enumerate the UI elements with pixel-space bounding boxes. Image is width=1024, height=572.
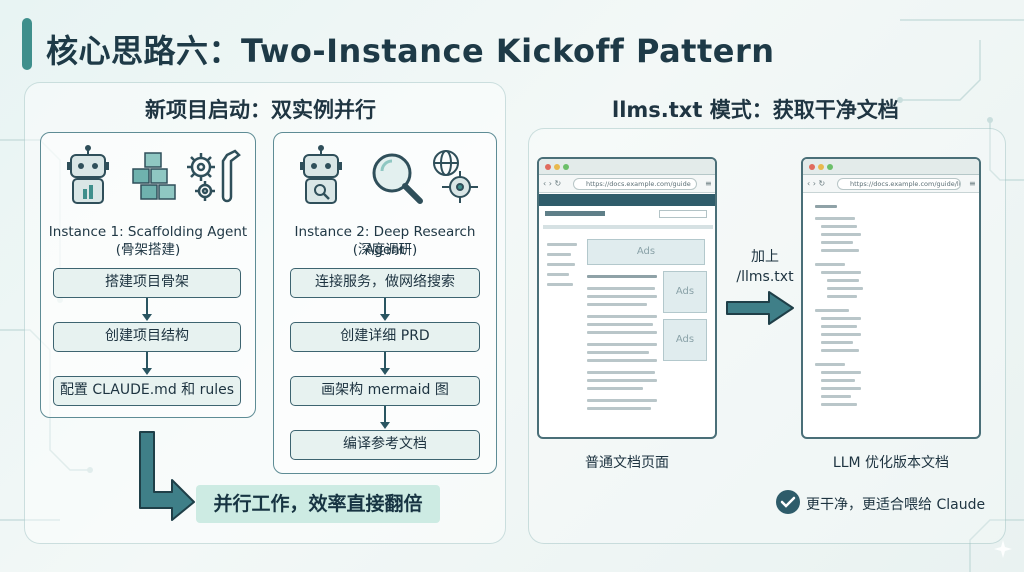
close-dot [809,164,815,170]
flow-connector [146,352,148,369]
blocks-icon [132,152,176,200]
normal-doc-browser: ‹ › ↻ https://docs.example.com/guide ≡ A… [537,157,717,439]
maximize-dot [827,164,833,170]
site-header [539,194,715,206]
research-step-4: 编译参考文档 [290,430,480,460]
normal-doc-caption: 普通文档页面 [585,455,669,471]
flow-connector [146,298,148,315]
nav-arrows-icon: ‹ › ↻ [807,179,826,188]
llm-doc-caption: LLM 优化版本文档 [832,455,950,471]
robot-search-icon [300,145,342,204]
ad-banner: Ads [587,239,705,265]
menu-icon: ≡ [969,179,976,188]
site-title [545,211,605,216]
sparkle-icon [994,540,1012,558]
url-text: https://docs.example.com/guide [573,178,697,190]
research-step-2: 创建详细 PRD [290,322,480,352]
check-icon [776,490,800,514]
merge-arrow-icon [139,431,195,521]
arrow-head [142,314,152,321]
arrow-head [142,368,152,375]
arrow-head [380,314,390,321]
llms-heading: llms.txt 模式：获取干净文档 [612,98,899,122]
scaffolding-agent-title: Instance 1: Scaffolding Agent [48,224,248,240]
robot-icon [67,145,109,204]
research-agent-subtitle: (深度调研) [352,242,418,258]
browser-titlebar [803,159,979,175]
kickoff-heading: 新项目启动：双实例并行 [145,98,376,122]
add-label-line2: /llms.txt [736,269,794,285]
page-title: 核心思路六：Two-Instance Kickoff Pattern [46,32,775,70]
scaffolding-agent-subtitle: (骨架搭建) [115,242,181,258]
result-banner: 并行工作，效率直接翻倍 [196,485,440,523]
ad-sidebar-2: Ads [663,319,707,361]
add-label-line1: 加上 [751,249,779,265]
menu-icon: ≡ [705,179,712,188]
address-bar: ‹ › ↻ https://docs.example.com/guide/llm… [803,175,979,193]
flow-connector [384,352,386,369]
ad-sidebar-1: Ads [663,271,707,313]
flow-connector [384,406,386,423]
title-accent-bar [22,18,32,70]
research-agent-title: Instance 2: Deep Research Agent [294,224,476,258]
browser-titlebar [539,159,715,175]
right-arrow-icon [726,291,794,325]
llm-doc-browser: ‹ › ↻ https://docs.example.com/guide/llm… [801,157,981,439]
globe-network-icon [433,150,478,203]
minimize-dot [554,164,560,170]
minimize-dot [818,164,824,170]
arrow-head [380,368,390,375]
gear-wrench-icon [187,149,241,203]
scaffold-step-1: 搭建项目骨架 [53,268,241,298]
scaffold-step-3: 配置 CLAUDE.md 和 rules [53,376,241,406]
arrow-head [380,422,390,429]
research-step-1: 连接服务，做网络搜索 [290,268,480,298]
close-dot [545,164,551,170]
benefit-text: 更干净，更适合喂给 Claude [806,497,986,513]
flow-connector [384,298,386,315]
site-nav [543,225,713,229]
address-bar: ‹ › ↻ https://docs.example.com/guide ≡ [539,175,715,193]
site-search [659,210,707,218]
magnifier-icon [372,153,423,204]
maximize-dot [563,164,569,170]
research-step-3: 画架构 mermaid 图 [290,376,480,406]
nav-arrows-icon: ‹ › ↻ [543,179,562,188]
scaffold-step-2: 创建项目结构 [53,322,241,352]
url-text: https://docs.example.com/guide/llms.txt [837,178,961,190]
add-llms-label: 加上 /llms.txt [725,247,805,287]
